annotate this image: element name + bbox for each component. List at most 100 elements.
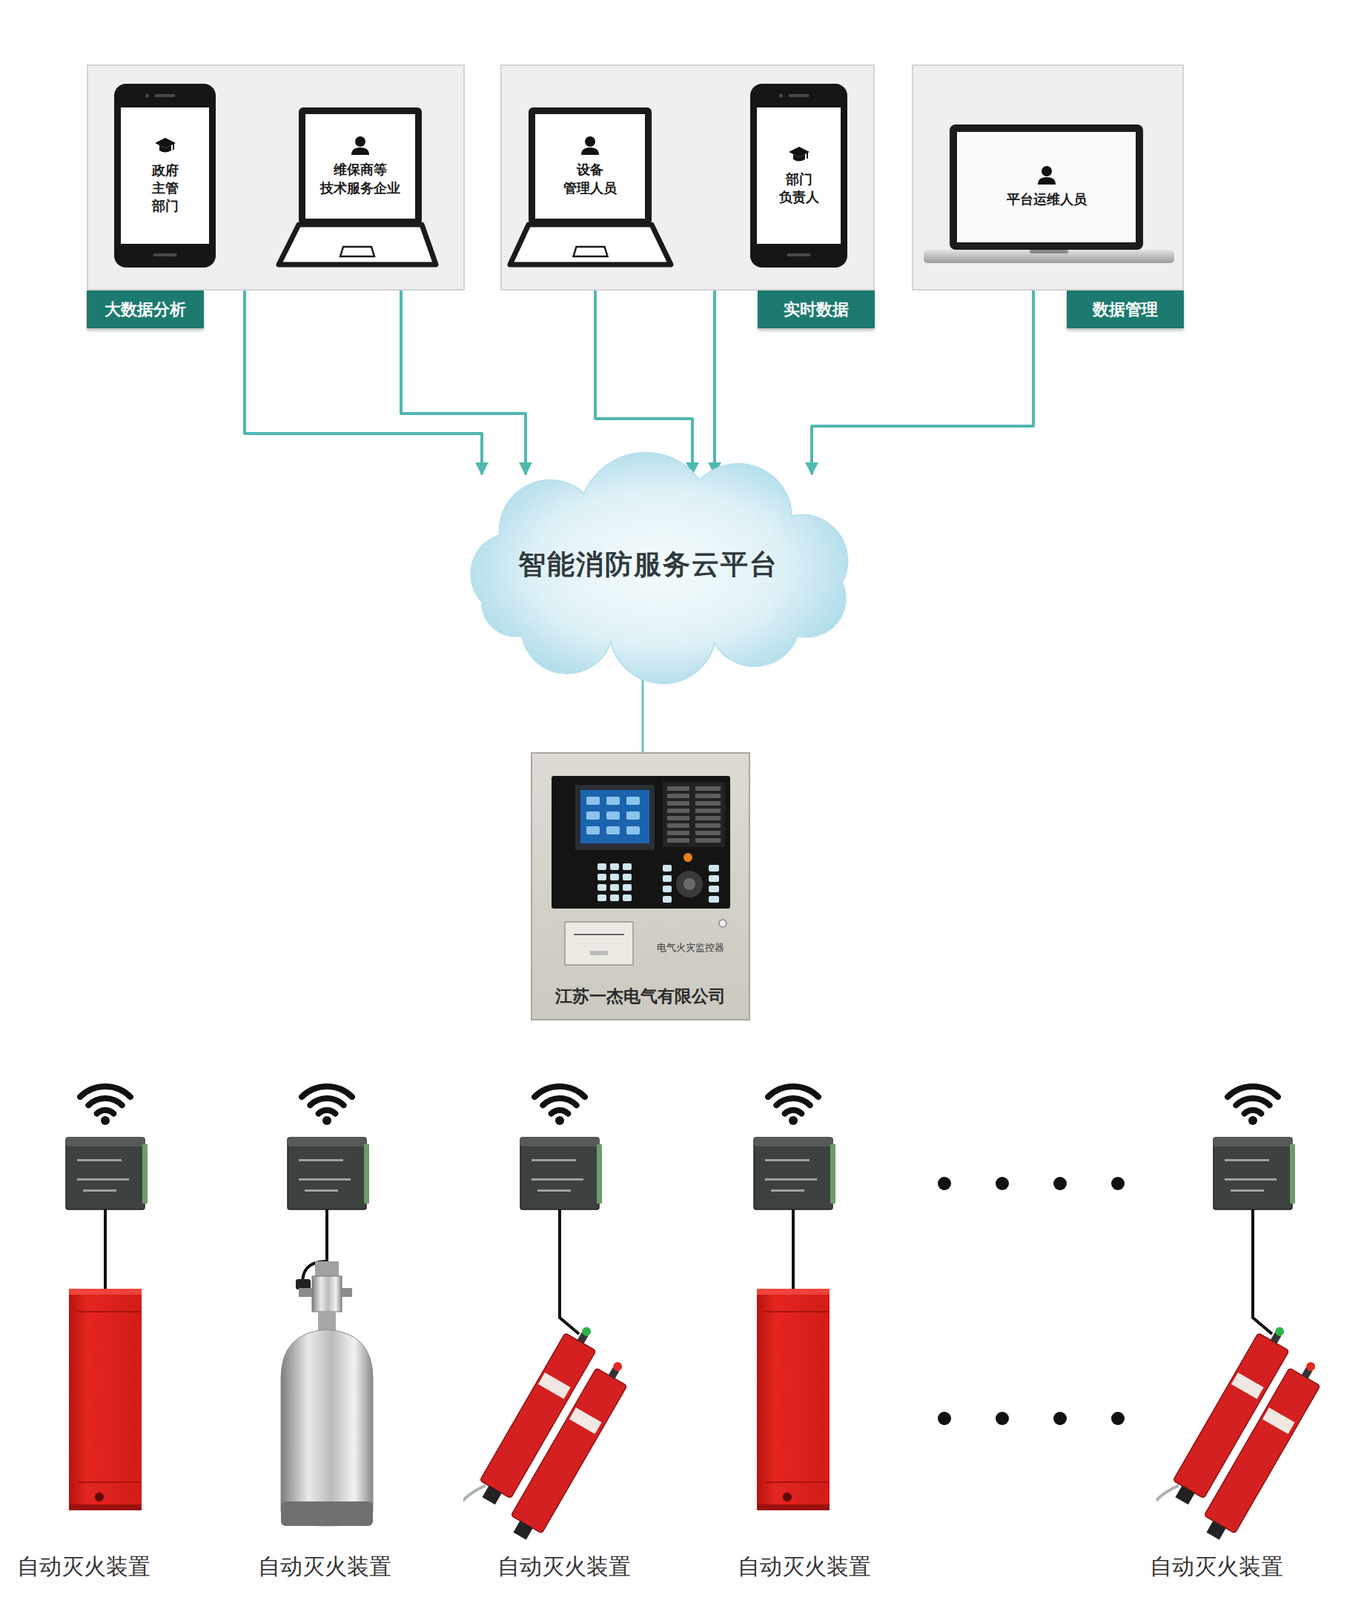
controller-cabinet-part (606, 811, 620, 820)
controller-cabinet-part (662, 896, 672, 903)
extinguisher-illustration-part (756, 1504, 830, 1511)
extinguisher-illustration-part (1230, 1189, 1264, 1193)
screen-content: 部门 负责人 (756, 107, 841, 244)
phone-body-part (788, 94, 810, 98)
extinguisher-illustration-part (97, 1110, 115, 1115)
device-label: 维保商等 技术服务企业 (314, 160, 407, 198)
extinguisher-illustration (696, 1067, 890, 1587)
extinguisher-illustration-part (463, 1314, 643, 1587)
controller-cabinet-part (622, 863, 632, 871)
extinguisher-illustration-part (542, 1098, 576, 1106)
extinguisher-illustration-part (83, 1189, 117, 1193)
extinguisher-unit: 自动灭火装置 (8, 1067, 202, 1587)
extinguisher-illustration-part (510, 1368, 628, 1534)
laptop-body-part (528, 107, 652, 225)
controller-cabinet-part (597, 873, 607, 881)
person-icon-part (1041, 166, 1052, 177)
device-label: 政府 主管 部门 (143, 161, 188, 216)
cloud-label: 智能消防服务云平台 (518, 546, 779, 584)
controller-cabinet-part (708, 865, 720, 872)
extinguisher-illustration-part (287, 1137, 367, 1147)
extinguisher-illustration-part (142, 1144, 148, 1204)
extinguisher-illustration-part (753, 1137, 833, 1147)
extinguisher-illustration-part (770, 1189, 805, 1193)
extinguisher-unit: 自动灭火装置 (696, 1067, 890, 1587)
controller-cabinet-part (662, 885, 672, 893)
extinguisher-illustration-part (788, 1116, 798, 1126)
cloud-label-box: 智能消防服务云平台 (438, 474, 858, 648)
controller-cabinet-part (667, 831, 690, 836)
extinguisher-illustration-part (537, 1189, 571, 1193)
extinguisher-illustration-part (88, 1098, 122, 1106)
extinguisher-illustration-part (1203, 1368, 1321, 1534)
person-icon-part (355, 136, 366, 147)
phone-body-part (145, 94, 150, 98)
user-panel: 大数据分析政府 主管 部门维保商等 技术服务企业 (86, 64, 465, 291)
controller-cabinet-part (667, 808, 690, 814)
extinguisher-illustration-part (65, 1137, 145, 1210)
extinguisher-illustration-part (596, 1144, 602, 1204)
graduation-cap-icon-part (154, 137, 176, 149)
extinguisher-illustration-part (1213, 1137, 1293, 1147)
laptop-body-part (278, 224, 436, 265)
ellipsis-dot (1111, 1177, 1125, 1191)
controller-cabinet-part (575, 785, 655, 851)
phone-body-part (756, 107, 841, 244)
extinguisher-illustration (463, 1067, 657, 1587)
device-type-label: 电气火灾监控器 (656, 941, 725, 955)
extinguisher-illustration-part (1213, 1137, 1293, 1210)
extinguisher-illustration-part (1224, 1159, 1270, 1162)
controller-cabinet-part (622, 873, 632, 881)
controller-cabinet-part (662, 782, 725, 848)
person-icon (350, 135, 370, 157)
extinguisher-illustration-part (1244, 1110, 1262, 1115)
controller-cabinet-part (626, 826, 640, 835)
extinguisher-illustration-part (1174, 1486, 1195, 1506)
controller-cabinet-part (667, 823, 690, 829)
extinguisher-illustration-part (765, 1178, 817, 1181)
extinguisher-illustration-part (68, 1289, 142, 1511)
extinguisher-illustration-part (765, 1481, 830, 1484)
controller-cabinet-part (626, 811, 640, 820)
laptop-body-part (305, 114, 416, 219)
laptop-device: 维保商等 技术服务企业 (275, 107, 439, 268)
extinguisher-illustration-part (1227, 1086, 1279, 1098)
extinguisher-illustration-part (782, 1492, 792, 1502)
extinguisher-illustration-part (1273, 1326, 1286, 1339)
controller-cabinet-part (695, 786, 721, 791)
controller-cabinet-part (622, 884, 632, 892)
extinguisher-illustration-part (791, 1209, 795, 1290)
controller-cabinet-part (610, 894, 619, 902)
controller-cabinet-part (708, 896, 720, 903)
screen-content: 平台运维人员 (957, 131, 1136, 243)
extinguisher-illustration-part (1231, 1372, 1264, 1400)
controller-cabinet-part (708, 875, 720, 883)
extinguisher-unit: 自动灭火装置 (1156, 1067, 1350, 1587)
controller-cabinet-part (695, 808, 721, 814)
extinguisher-illustration-part (1248, 1116, 1258, 1126)
controller-cabinet-part (606, 796, 620, 806)
laptop-body-part (949, 124, 1144, 250)
extinguisher-illustration-part (555, 1116, 565, 1126)
controller-cabinet-part (695, 793, 721, 799)
person-icon (580, 135, 600, 157)
extinguisher-illustration-part (1156, 1476, 1179, 1560)
extinguisher-illustration-part (309, 1098, 344, 1106)
person-icon-part (351, 147, 370, 155)
extinguisher-illustration-part (298, 1178, 351, 1181)
controller-cabinet-part (610, 884, 619, 892)
controller-cabinet-part (683, 853, 693, 863)
phone-device: 部门 负责人 (750, 83, 848, 268)
extinguisher-illustration-part (1289, 1144, 1296, 1204)
extinguisher-illustration-part (559, 1209, 579, 1335)
cloud-shape-part (470, 452, 848, 684)
controller-cabinet-part (667, 838, 690, 843)
person-icon-part (1037, 177, 1056, 185)
controller-cabinet-part (597, 884, 607, 892)
phone-body-part (153, 253, 178, 257)
extinguisher-illustration-part (1252, 1209, 1273, 1335)
controller-cabinet-part (586, 796, 600, 806)
controller-cabinet-part (580, 790, 650, 844)
extinguisher-illustration-part (77, 1178, 129, 1181)
